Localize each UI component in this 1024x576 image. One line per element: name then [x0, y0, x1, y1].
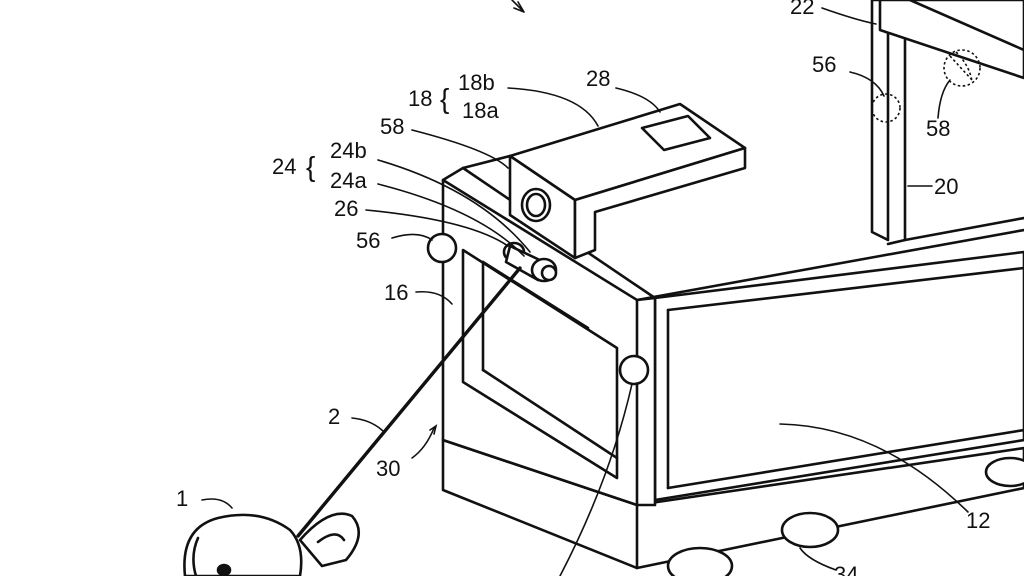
leash-line — [296, 266, 522, 538]
label-58-right: 58 — [926, 116, 950, 141]
label-18: 18 — [408, 86, 432, 111]
control-box — [508, 102, 747, 260]
reference-labels: 18b 18a 18 { 28 58 24b 24a 24 { 26 56 16… — [176, 0, 990, 576]
label-28: 28 — [586, 66, 610, 91]
label-26: 26 — [334, 196, 358, 221]
label-16: 16 — [384, 280, 408, 305]
label-24b: 24b — [330, 138, 367, 163]
label-18b: 18b — [458, 70, 495, 95]
label-22: 22 — [790, 0, 814, 19]
leash-anchor — [502, 241, 558, 283]
label-30: 30 — [376, 456, 400, 481]
dog-figure — [183, 512, 360, 576]
wheels — [666, 456, 1024, 576]
label-58-left: 58 — [380, 114, 404, 139]
label-24a: 24a — [330, 168, 367, 193]
label-20: 20 — [934, 174, 958, 199]
label-24: 24 — [272, 154, 296, 179]
label-2: 2 — [328, 404, 340, 429]
label-18a: 18a — [462, 98, 499, 123]
label-12: 12 — [966, 508, 990, 533]
brace-24: { — [306, 151, 315, 182]
label-1: 1 — [176, 486, 188, 511]
label-56-left: 56 — [356, 228, 380, 253]
brace-18: { — [440, 83, 449, 114]
label-56-right: 56 — [812, 52, 836, 77]
sensors — [426, 49, 981, 386]
label-34: 34 — [834, 562, 858, 576]
leader-lines — [201, 0, 969, 576]
cart-body — [441, 0, 1024, 570]
